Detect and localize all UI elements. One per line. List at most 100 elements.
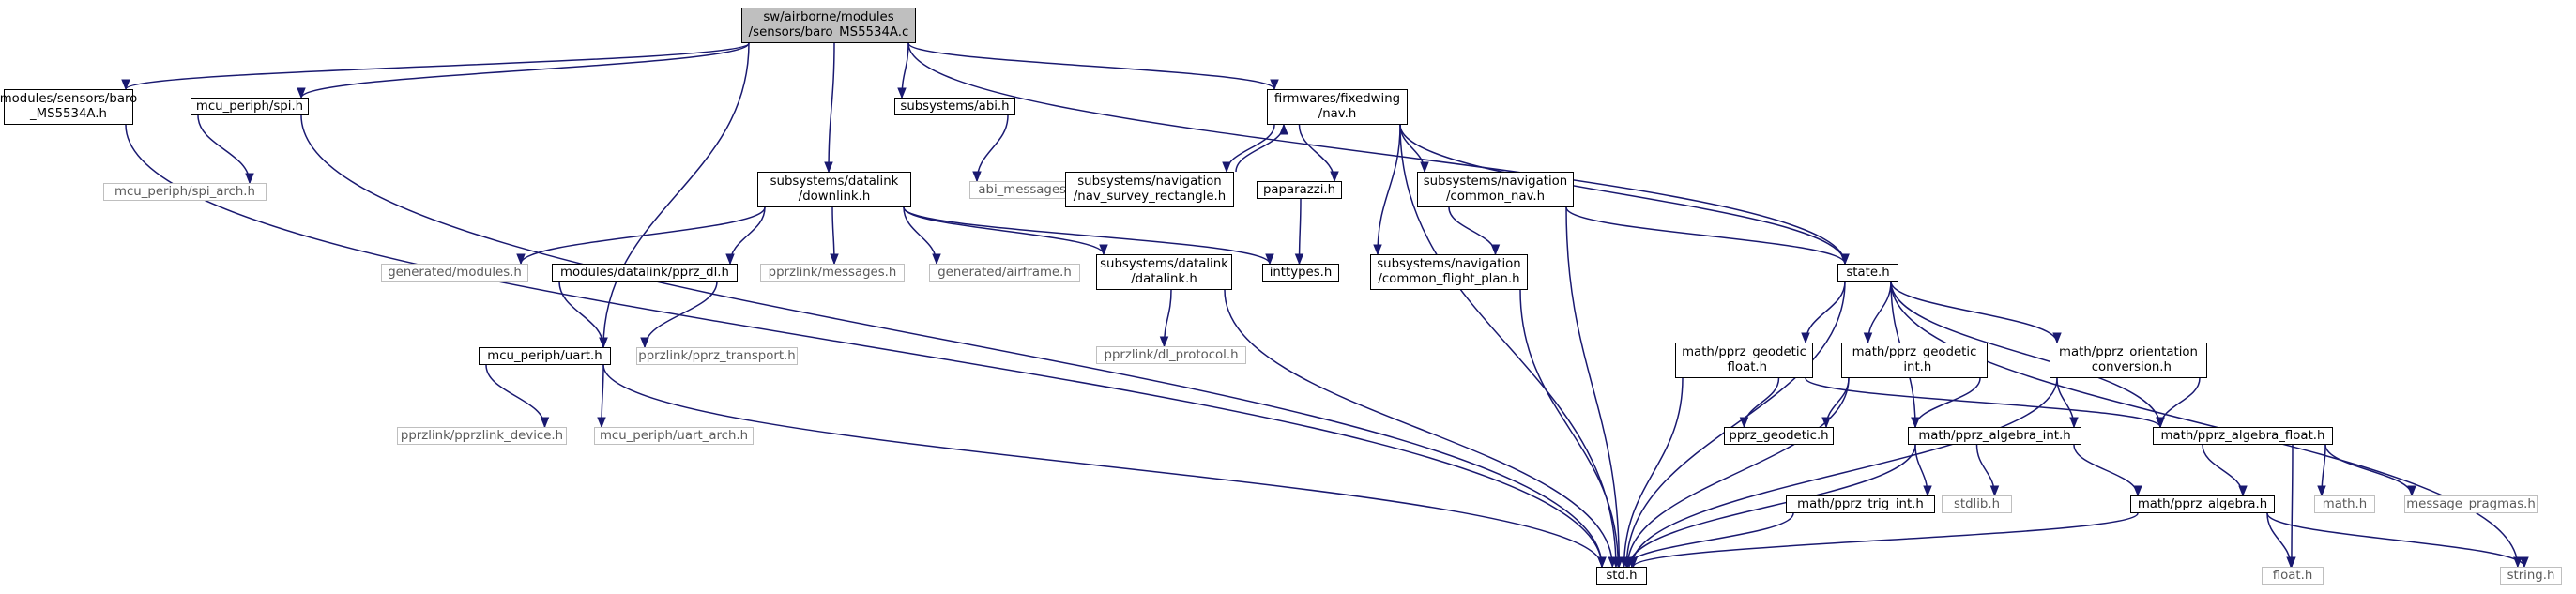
edge-arrowhead [1490,244,1501,256]
file-node-spi-h[interactable]: mcu_periph/spi.h [191,98,309,115]
file-node-paparazzi[interactable]: paparazzi.h [1257,181,1342,199]
edge-arrowhead [245,173,254,185]
edge-arrowhead [121,79,130,91]
file-node-label: pprzlink/pprz_transport.h [638,348,796,363]
edge-arrowhead [2133,485,2142,497]
edge-root-to-state [907,42,1846,265]
file-node-pprz-transport: pprzlink/pprz_transport.h [636,347,798,365]
file-node-label: math/pprz_algebra.h [2137,496,2268,511]
edge-nav_h-to-paparazzi [1298,124,1335,182]
edge-geo_float-to-std_h [1623,377,1684,568]
edge-common_nav-to-state [1565,206,1846,265]
edge-arrowhead [932,253,941,266]
file-node-gen-airframe: generated/airframe.h [929,264,1080,282]
file-node-label: firmwares/fixedwing [1273,92,1401,106]
edge-arrowhead [1613,556,1623,569]
edge-nav_h-to-nav_survey [1226,124,1275,173]
file-node-label: math/pprz_trig_int.h [1797,496,1924,511]
file-node-label: mcu_periph/spi.h [195,99,304,114]
file-node-label: /nav_survey_rectangle.h [1073,190,1227,204]
file-node-geodetic[interactable]: pprz_geodetic.h [1724,427,1834,445]
file-node-root: sw/airborne/modules/sensors/baro_MS5534A… [741,8,916,43]
edge-arrowhead [1294,253,1304,266]
file-node-label: subsystems/abi.h [900,99,1010,114]
file-node-nav-survey[interactable]: subsystems/navigation/nav_survey_rectang… [1065,172,1234,207]
edge-arrowhead [1989,485,2000,497]
file-node-label: pprz_geodetic.h [1729,428,1829,443]
edge-uart-to-pprzlink_device [485,364,546,428]
edge-algebra-to-std_h [1632,512,2139,568]
edge-orient-to-std_h [1631,377,2058,568]
file-node-label: generated/modules.h [388,265,522,280]
file-node-algebra[interactable]: math/pprz_algebra.h [2130,495,2275,513]
file-node-label: state.h [1846,265,1890,280]
file-node-cfp[interactable]: subsystems/navigation/common_flight_plan… [1370,254,1528,290]
edge-arrowhead [1420,161,1429,174]
file-node-label: mcu_periph/spi_arch.h [114,184,255,199]
file-node-orient[interactable]: math/pprz_orientation_conversion.h [2050,343,2207,378]
file-node-label: /datalink.h [1131,272,1197,286]
file-node-label: inttypes.h [1269,265,1333,280]
edge-arrowhead [1373,244,1382,256]
file-node-geo-float[interactable]: math/pprz_geodetic_float.h [1675,343,1813,378]
edge-downlink-to-inttypes [903,206,1271,265]
edge-arrowhead [516,253,526,266]
file-node-label: subsystems/navigation [1077,175,1222,189]
edge-alg_int-to-algebra [2073,444,2139,496]
edge-state-to-orient [1890,281,2058,343]
edge-arrowhead [1099,244,1108,256]
file-node-stdlib: stdlib.h [1942,495,2012,513]
file-node-inttypes[interactable]: inttypes.h [1262,264,1339,282]
file-node-abi-h[interactable]: subsystems/abi.h [894,98,1015,115]
edge-root-to-uart [602,42,750,348]
file-node-label: modules/datalink/pprz_dl.h [560,265,729,280]
edge-arrowhead [972,171,982,183]
file-node-label: subsystems/navigation [1377,257,1521,271]
file-node-label: _int.h [1897,360,1932,374]
file-node-string-h: string.h [2500,567,2562,585]
edge-downlink-to-pprz_dl [729,206,766,265]
file-node-downlink[interactable]: subsystems/datalink/downlink.h [757,172,911,207]
edge-downlink-to-datalink [903,206,1105,255]
edge-downlink-to-gen_modules [520,206,766,265]
edge-arrowhead [1911,417,1920,429]
file-node-label: _float.h [1720,360,1768,374]
file-node-label: subsystems/navigation [1423,175,1568,189]
file-node-label: /sensors/baro_MS5534A.c [748,25,909,39]
edge-arrowhead [2407,485,2416,497]
file-node-uart[interactable]: mcu_periph/uart.h [479,347,611,365]
file-node-label: subsystems/datalink [770,175,899,189]
edge-arrowhead [599,337,608,349]
file-node-label: stdlib.h [1953,496,2001,511]
edge-spi_h-to-spi_arch [197,114,251,184]
file-node-trig-int[interactable]: math/pprz_trig_int.h [1786,495,1935,513]
file-node-alg-int[interactable]: math/pprz_algebra_int.h [1908,427,2081,445]
edge-spi_h-to-std_h [300,114,1603,568]
file-node-common-nav[interactable]: subsystems/navigation/common_nav.h [1417,172,1574,207]
file-node-state[interactable]: state.h [1837,264,1898,282]
edge-arrowhead [725,253,735,266]
edge-common_nav-to-std_h [1565,206,1621,568]
edge-state-to-std_h [1625,281,1846,568]
file-node-pprz-dl[interactable]: modules/datalink/pprz_dl.h [552,264,738,282]
edge-geo_float-to-alg_float [1805,377,2161,428]
edge-root-to-spi_h [300,42,750,99]
file-node-baro-h[interactable]: modules/sensors/baro_MS5534A.h [0,89,137,125]
edge-arrowhead [1801,332,1810,344]
file-node-datalink[interactable]: subsystems/datalink/datalink.h [1096,254,1232,290]
file-node-geo-int[interactable]: math/pprz_geodetic_int.h [1841,343,1988,378]
edge-arrowhead [1628,556,1639,569]
file-node-label: paparazzi.h [1262,182,1336,197]
edge-abi_h-to-abi_msg [976,114,1009,182]
edge-arrowhead [1923,485,1932,497]
file-node-label: abi_messages.h [978,182,1078,197]
file-node-std-h[interactable]: std.h [1596,567,1647,585]
edge-arrowhead [2317,485,2326,497]
file-node-label: math/pprz_algebra_int.h [1918,428,2071,443]
file-node-label: math.h [2322,496,2368,511]
file-node-alg-float[interactable]: math/pprz_algebra_float.h [2153,427,2333,445]
file-node-nav-h[interactable]: firmwares/fixedwing/nav.h [1267,89,1408,125]
file-node-label: /common_flight_plan.h [1378,272,1520,286]
file-node-label: string.h [2507,568,2555,583]
